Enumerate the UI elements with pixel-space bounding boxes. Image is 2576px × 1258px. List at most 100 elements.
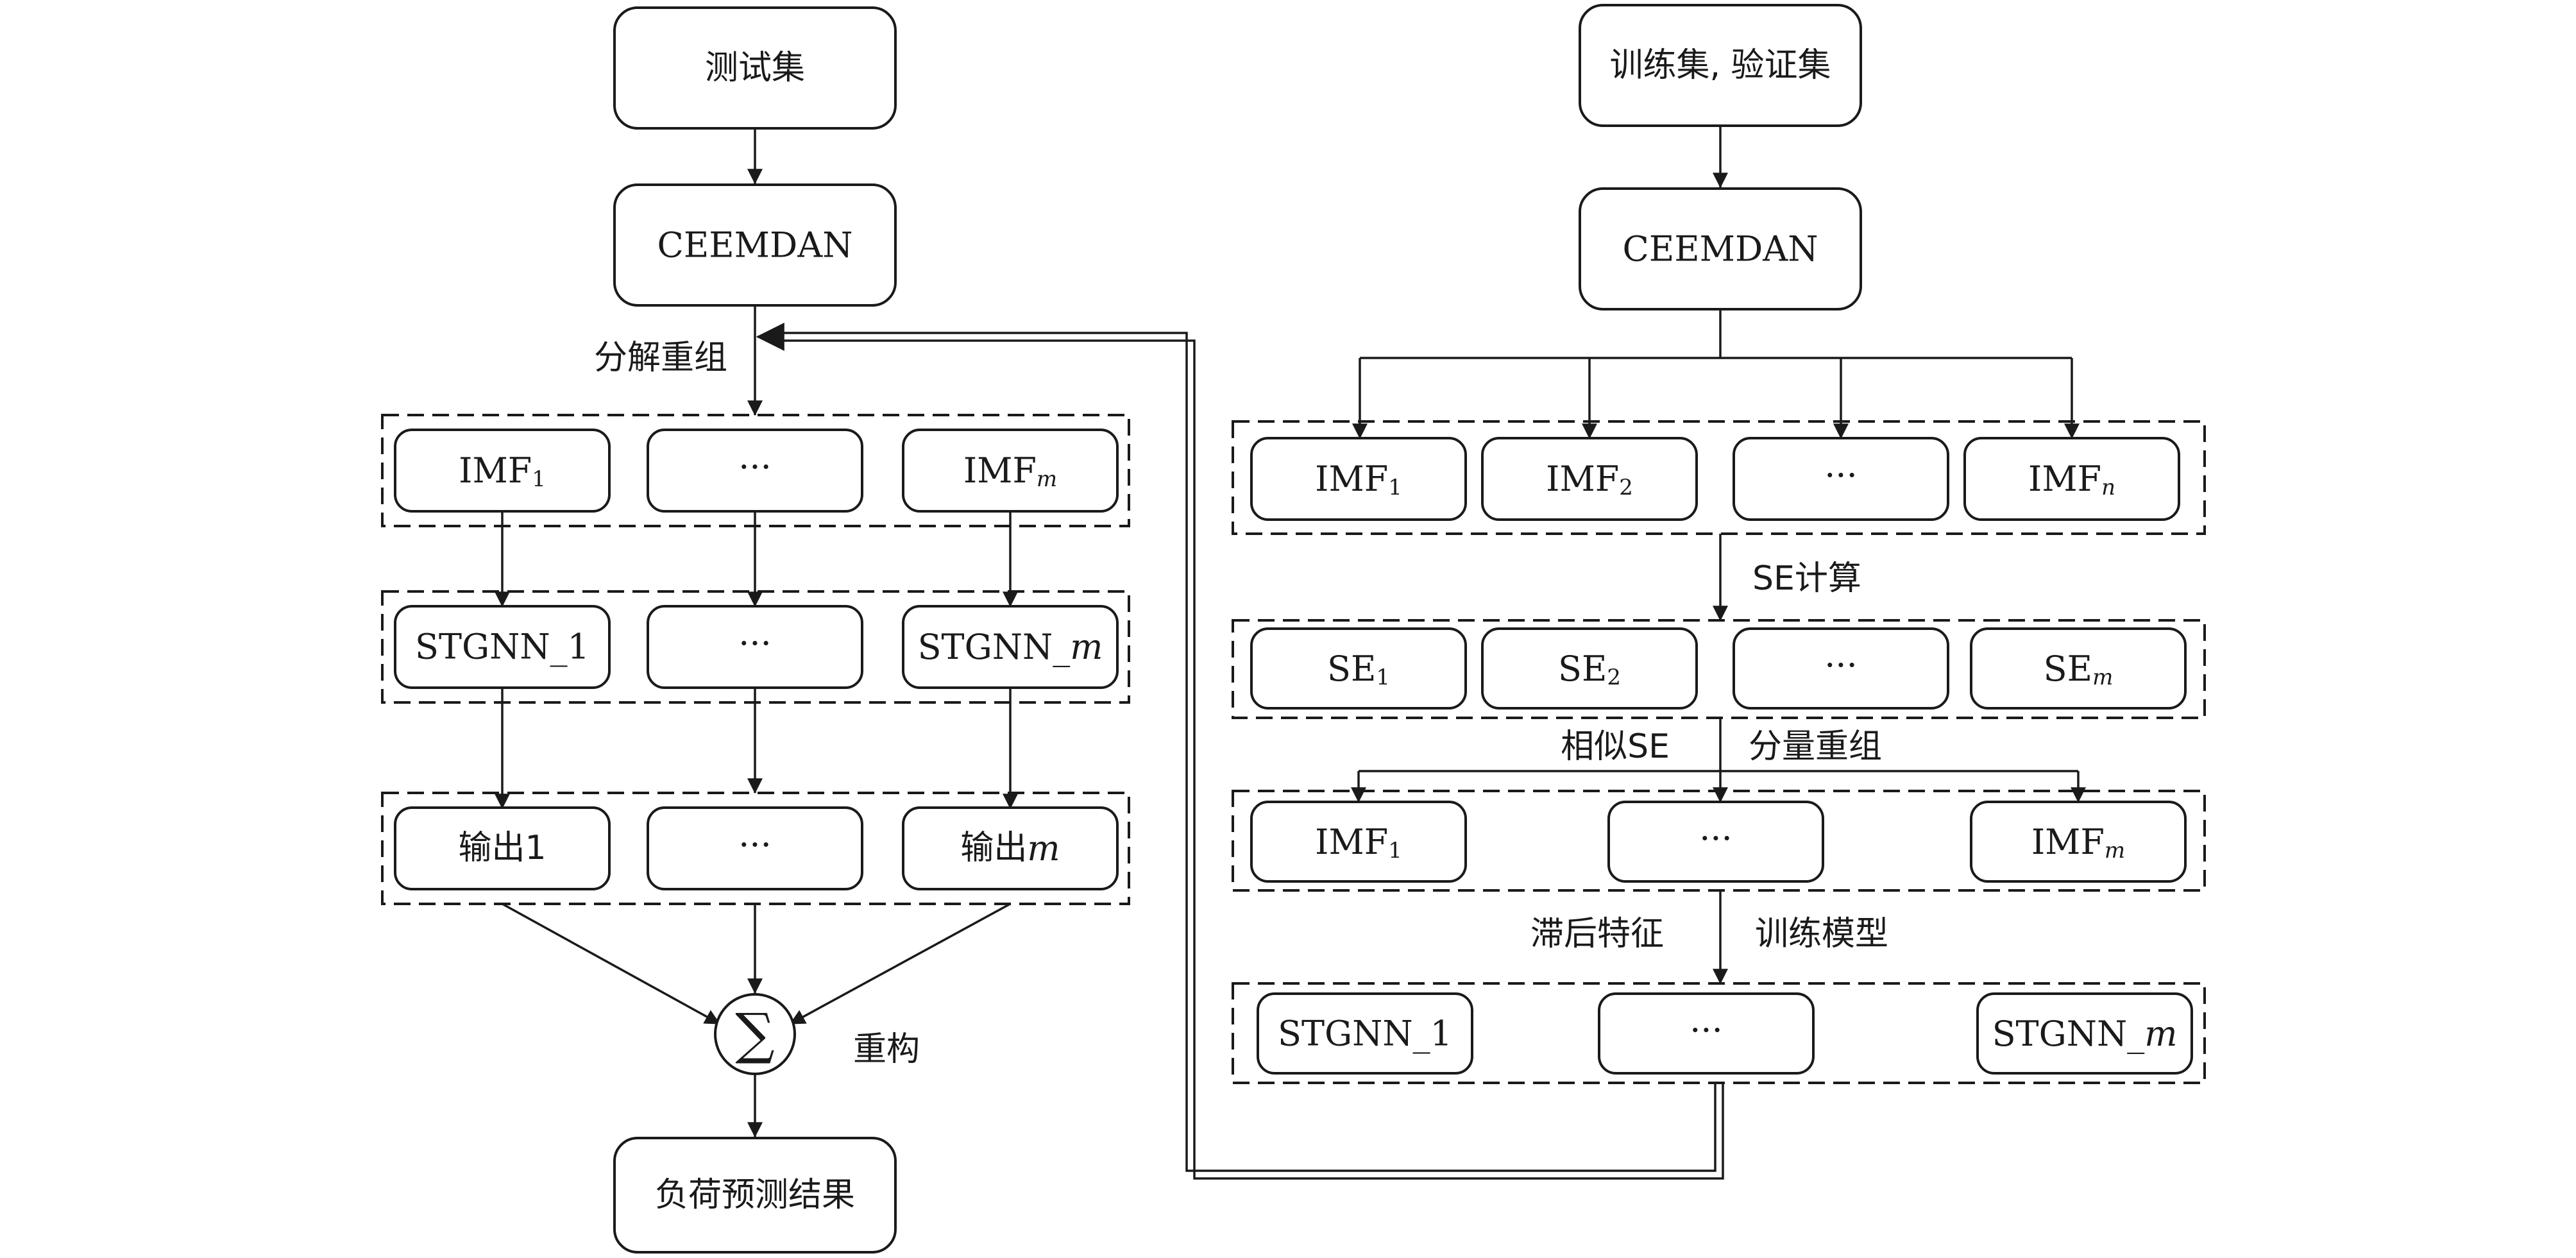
se-m-node: SEm [1970, 627, 2187, 710]
svg-text:SE1: SE1 [1327, 649, 1390, 691]
test-set-label: 测试集 [705, 49, 805, 87]
return-line-inner [776, 339, 1724, 1180]
stgnn-ellipsis-right-node: ··· [1598, 992, 1815, 1075]
sum-symbol: ∑ [735, 1002, 774, 1066]
imf-group-right [1232, 420, 2206, 535]
se-calc-label: SE计算 [1752, 559, 1861, 598]
stgnn-m-right-node: STGNN_m [1976, 992, 2193, 1075]
ceemdan-left-node: CEEMDAN [613, 183, 897, 307]
imf-n-right-node: IMFn [1963, 437, 2180, 521]
regroup-imf-1-node: IMF1 [1250, 801, 1467, 883]
svg-text:STGNN_m: STGNN_m [918, 627, 1103, 667]
se-2-subscript: 2 [1607, 665, 1621, 690]
regroup-label: 分量重组 [1749, 727, 1882, 766]
output-m-prefix: 输出 [960, 829, 1027, 867]
imf-m-left-subscript: m [1037, 466, 1057, 492]
lag-feature-label: 滞后特征 [1530, 915, 1664, 953]
regroup-imf-m-label: IMF [2031, 822, 2105, 862]
stgnn-m-right-prefix: STGNN_ [1992, 1014, 2145, 1054]
stgnn-m-left-node: STGNN_m [902, 605, 1119, 689]
svg-text:IMFm: IMFm [2031, 822, 2125, 864]
imf-1-left-label: IMF [459, 450, 532, 491]
stgnn-1-left-node: STGNN_1 [394, 605, 611, 689]
imf-2-right-label: IMF [1546, 459, 1619, 499]
svg-text:IMF1: IMF1 [1315, 459, 1402, 501]
regroup-imf-m-node: IMFm [1970, 801, 2187, 883]
se-2-label: SE [1558, 649, 1607, 689]
ellipsis-se-node: ··· [1733, 627, 1949, 710]
svg-text:IMFn: IMFn [2028, 459, 2115, 501]
ellipsis-se-label: ··· [1824, 645, 1858, 686]
stgnn-m-right-var: m [2144, 1014, 2177, 1054]
ellipsis-output-label: ··· [738, 825, 772, 865]
ceemdan-left-label: CEEMDAN [657, 225, 853, 266]
summation-node: ∑ [714, 993, 796, 1075]
se-2-node: SE2 [1481, 627, 1698, 710]
reconstruct-label: 重构 [853, 1030, 920, 1069]
svg-text:IMF1: IMF1 [1315, 822, 1402, 864]
imf-n-right-subscript: n [2101, 475, 2115, 500]
imf-m-left-node: IMFm [902, 429, 1119, 513]
output-1-node: 输出1 [394, 806, 611, 890]
ceemdan-right-label: CEEMDAN [1623, 229, 1818, 269]
svg-text:IMF1: IMF1 [459, 450, 546, 493]
train-val-set-label: 训练集, 验证集 [1609, 46, 1831, 85]
imf-1-right-subscript: 1 [1388, 475, 1402, 500]
train-val-set-node: 训练集, 验证集 [1579, 4, 1862, 127]
ellipsis-output-node: ··· [647, 806, 863, 890]
ellipsis-imf-right-label: ··· [1824, 455, 1858, 496]
regroup-imf-1-subscript: 1 [1388, 838, 1402, 863]
ellipsis-stgnn-left-node: ··· [647, 605, 863, 689]
imf-1-right-label: IMF [1315, 459, 1388, 499]
stgnn-1-right-node: STGNN_1 [1257, 992, 1473, 1075]
svg-text:输出m: 输出m [960, 828, 1060, 869]
regroup-ellipsis-label: ··· [1699, 819, 1733, 859]
se-m-label: SE [2044, 649, 2092, 689]
svg-text:IMF2: IMF2 [1546, 459, 1633, 501]
ellipsis-imf-left-label: ··· [738, 447, 772, 488]
arrow-output1-to-sum [502, 903, 721, 1025]
imf-1-left-subscript: 1 [532, 466, 546, 492]
imf-2-right-node: IMF2 [1481, 437, 1698, 521]
ellipsis-imf-right-node: ··· [1733, 437, 1949, 521]
stgnn-group-right [1232, 982, 2206, 1084]
stgnn-1-right-label: STGNN_1 [1278, 1014, 1452, 1054]
test-set-node: 测试集 [613, 6, 897, 130]
output-1-label: 输出1 [458, 829, 546, 867]
ceemdan-right-node: CEEMDAN [1579, 187, 1862, 310]
ellipsis-stgnn-left-label: ··· [738, 624, 772, 664]
se-1-node: SE1 [1250, 627, 1467, 710]
decompose-regroup-label: 分解重组 [594, 339, 727, 377]
se-m-subscript: m [2092, 665, 2113, 690]
svg-text:SE2: SE2 [1558, 649, 1621, 691]
se-group [1232, 619, 2206, 719]
regroup-ellipsis-node: ··· [1607, 801, 1824, 883]
imf-2-right-subscript: 2 [1619, 475, 1633, 500]
arrow-outputm-to-sum [789, 903, 1011, 1025]
svg-text:SEm: SEm [2044, 649, 2114, 691]
load-forecast-result-label: 负荷预测结果 [655, 1176, 855, 1214]
regroup-imf-1-label: IMF [1315, 822, 1388, 862]
regroup-imf-m-subscript: m [2105, 838, 2125, 863]
svg-text:STGNN_m: STGNN_m [1992, 1014, 2178, 1054]
return-line-outer [776, 332, 1716, 1172]
stgnn-m-left-var: m [1070, 627, 1103, 667]
imf-1-right-node: IMF1 [1250, 437, 1467, 521]
svg-text:IMFm: IMFm [963, 450, 1057, 493]
stgnn-ellipsis-right-label: ··· [1690, 1010, 1723, 1051]
se-1-label: SE [1327, 649, 1376, 689]
stgnn-1-left-label: STGNN_1 [415, 627, 589, 667]
imf-m-left-label: IMF [963, 450, 1037, 491]
train-model-label: 训练模型 [1755, 915, 1888, 953]
ellipsis-imf-left-node: ··· [647, 429, 863, 513]
load-forecast-result-node: 负荷预测结果 [613, 1137, 897, 1254]
regroup-imf-group [1232, 790, 2206, 892]
imf-1-left-node: IMF1 [394, 429, 611, 513]
imf-n-right-label: IMF [2028, 459, 2101, 499]
similar-se-label: 相似SE [1561, 727, 1670, 766]
output-m-node: 输出m [902, 806, 1119, 890]
se-1-subscript: 1 [1376, 665, 1390, 690]
output-m-var: m [1027, 828, 1060, 869]
stgnn-m-left-prefix: STGNN_ [918, 627, 1071, 667]
